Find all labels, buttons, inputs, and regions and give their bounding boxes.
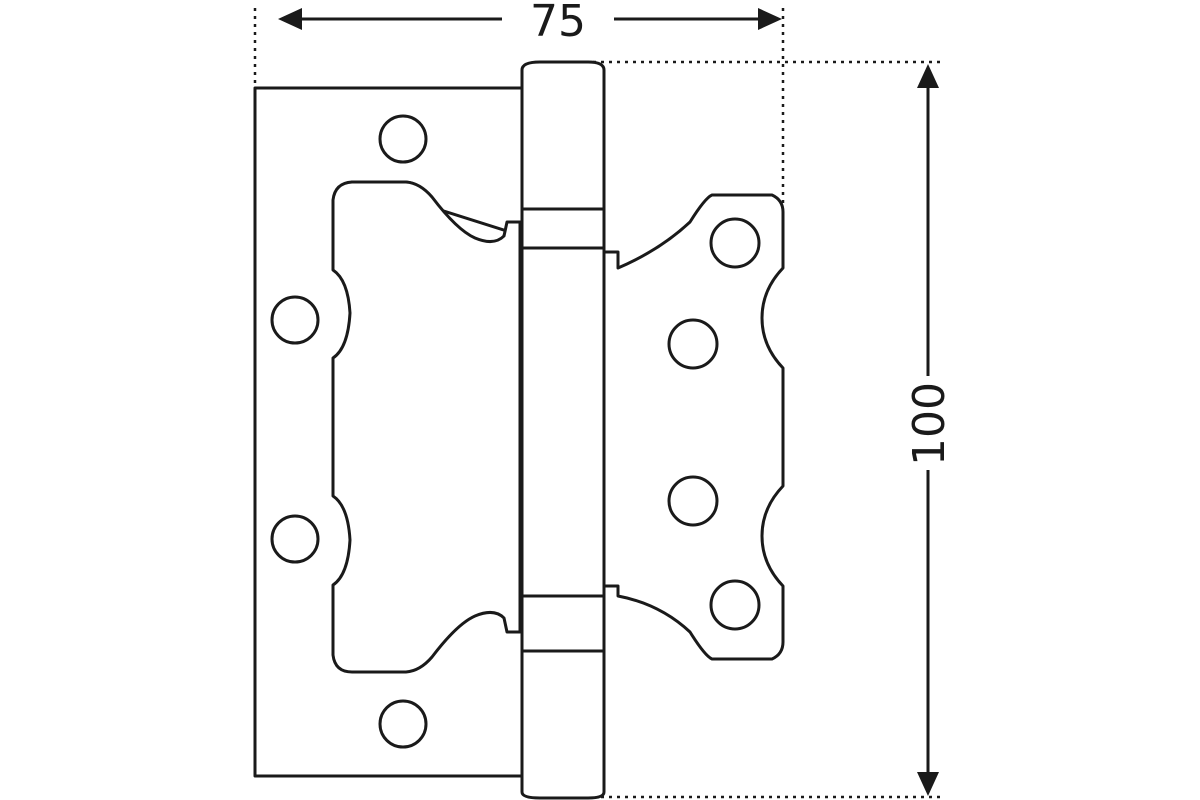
height-arrow-top xyxy=(917,64,939,88)
right-leaf-screw-hole-2 xyxy=(667,318,719,370)
left-leaf-screw-hole-2 xyxy=(270,295,320,345)
right-leaf-screw-hole-1 xyxy=(709,217,761,269)
right-leaf-plate xyxy=(602,193,785,661)
width-label: 75 xyxy=(530,0,586,47)
height-arrow-bottom xyxy=(917,772,939,796)
right-leaf xyxy=(602,193,785,661)
barrel-body xyxy=(520,60,606,800)
left-leaf xyxy=(253,86,524,778)
height-dimension: 100 xyxy=(585,60,955,799)
hinge-barrel xyxy=(520,60,606,800)
left-leaf-screw-hole-1 xyxy=(378,114,428,164)
right-leaf-screw-hole-3 xyxy=(667,475,719,527)
right-leaf-screw-hole-4 xyxy=(709,579,761,631)
height-label: 100 xyxy=(904,382,955,466)
width-dimension: 75 xyxy=(253,0,785,205)
left-leaf-screw-hole-3 xyxy=(270,514,320,564)
left-leaf-cutout xyxy=(331,180,522,674)
width-arrow-left xyxy=(278,8,302,30)
width-arrow-right xyxy=(758,8,782,30)
left-leaf-screw-hole-4 xyxy=(378,699,428,749)
